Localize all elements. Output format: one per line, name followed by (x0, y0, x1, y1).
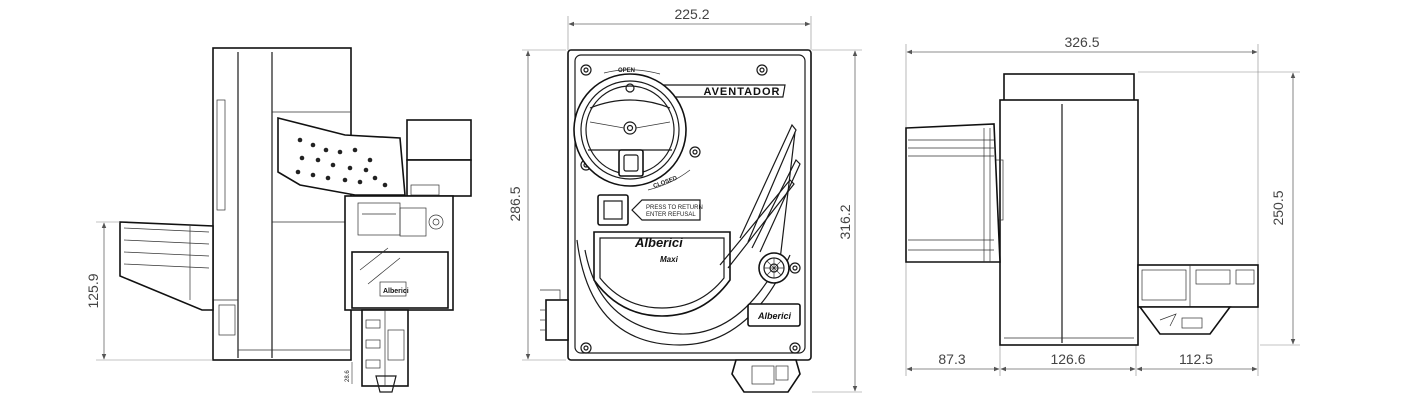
front-width-label: 225.2 (674, 6, 709, 22)
front-total-height-label: 316.2 (837, 204, 853, 239)
sub-brand: Maxi (660, 255, 679, 264)
brand-badge: Alberici (757, 311, 792, 321)
model-name: AVENTADOR (703, 86, 780, 98)
front-view: 225.2 286.5 316.2 AVENTADOR OPEN (507, 6, 862, 393)
brand-logo: Alberici (634, 235, 683, 250)
front-height-label: 286.5 (507, 186, 523, 221)
top-seg3-label: 112.5 (1179, 351, 1213, 367)
side-view: Alberici 125.9 28.6 (85, 47, 472, 393)
screw-icons (580, 64, 801, 354)
top-height-label: 250.5 (1270, 190, 1286, 225)
top-view: 326.5 250.5 87.3 126.6 112.5 (905, 34, 1300, 376)
side-small-label: 28.6 (345, 370, 351, 382)
open-label: OPEN (618, 68, 635, 74)
instruction-line1: PRESS TO RETURN (646, 205, 703, 211)
svg-text:Alberici: Alberici (383, 288, 409, 295)
top-seg2-label: 126.6 (1050, 351, 1085, 367)
instruction-line2: ENTER REFUSAL (646, 212, 696, 218)
top-width-label: 326.5 (1064, 34, 1099, 50)
top-seg1-label: 87.3 (938, 351, 965, 367)
side-height-label: 125.9 (85, 273, 101, 308)
